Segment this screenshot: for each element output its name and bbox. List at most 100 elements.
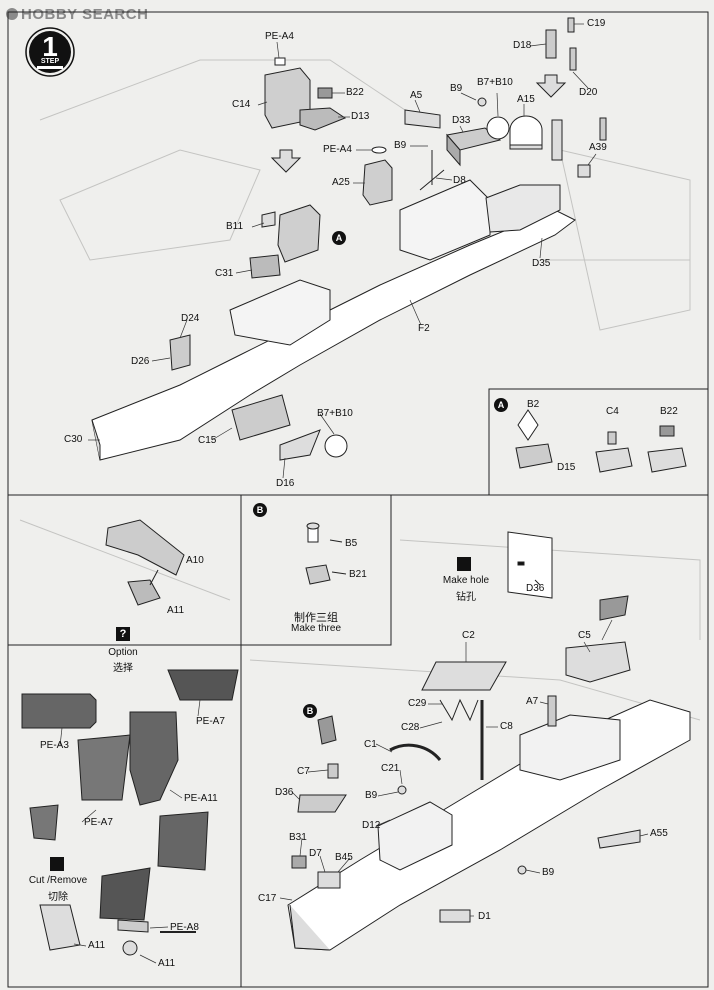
subassembly-a10-drawing [105,519,185,606]
part-label-a7: A7 [526,696,539,707]
part-label-a11: A11 [167,605,185,616]
part-label-d7: D7 [309,848,322,859]
drill-hole-icon [457,557,471,571]
part-label-b21: B21 [349,569,367,580]
part-label-d18: D18 [513,40,532,51]
detail-box-a [488,388,709,496]
part-label-b45: B45 [335,852,353,863]
part-label-d36-top: D36 [526,583,545,594]
lower-leader-lines [279,619,649,917]
part-label-b2: B2 [527,399,540,410]
part-label-b22-top: B22 [346,87,364,98]
part-label-a11-bottom: A11 [158,958,176,969]
option-question-icon: ? [116,627,130,641]
cut-remove-label-zh: 切除 [48,892,68,903]
part-label-a15: A15 [517,94,535,105]
option-label: Option [108,647,138,658]
background-sketch [19,59,701,721]
step-badge [25,27,75,77]
pe-leader-lines [59,699,201,964]
make-hole-drawing [507,531,553,599]
part-label-d35: D35 [532,258,551,269]
part-label-a55: A55 [650,828,668,839]
part-label-d26: D26 [131,356,150,367]
part-label-d8: D8 [453,175,466,186]
part-label-c30: C30 [64,434,83,445]
upper-components [169,17,607,461]
part-label-pe-a7-top: PE-A7 [196,716,225,727]
option-label-zh: 选择 [113,663,133,674]
subassembly-b-drawing [305,522,347,585]
part-label-b9-a: B9 [365,790,378,801]
subassembly-b-marker: B [253,503,267,517]
part-label-c1: C1 [364,739,377,750]
part-label-c4: C4 [606,406,619,417]
cut-remove-label: Cut /Remove [28,875,88,886]
part-label-d24: D24 [181,313,200,324]
make-three-label-zh: 制作三组 [294,611,338,624]
part-label-f2: F2 [418,323,430,334]
part-label-c29: C29 [408,698,427,709]
hobby-search-logo-icon [6,8,18,20]
hull-deck [91,209,576,461]
part-label-c31: C31 [215,268,234,279]
part-label-b9-b: B9 [542,867,555,878]
make-hole-label: Make hole [442,575,490,586]
part-label-c2: C2 [462,630,475,641]
lower-hull [287,595,691,951]
part-label-pe-a4-top: PE-A4 [265,31,294,42]
part-label-d1: D1 [478,911,491,922]
step-badge-ship-icon [37,66,63,69]
part-label-a5: A5 [410,90,423,101]
upper-hull [91,179,576,461]
part-label-a39: A39 [589,142,607,153]
subassembly-a-marker-upper: A [332,231,346,245]
part-label-d16: D16 [276,478,295,489]
step-number: 1 [42,31,58,62]
make-three-label: Make three [290,623,342,634]
cut-remove-icon [50,857,64,871]
part-label-c7: C7 [297,766,310,777]
part-label-c14: C14 [232,99,251,110]
part-label-c17: C17 [258,893,277,904]
part-label-a10: A10 [186,555,204,566]
part-label-c21: C21 [381,763,400,774]
part-label-d15: D15 [557,462,576,473]
part-label-b11: B11 [226,221,244,232]
part-label-pe-a7-left: PE-A7 [84,817,113,828]
subassembly-b-marker-lower: B [303,704,317,718]
part-label-c15: C15 [198,435,217,446]
part-label-pe-a8: PE-A8 [170,922,199,933]
part-label-d13: D13 [351,111,370,122]
make-hole-label-zh: 钻孔 [456,592,476,603]
subassembly-a-drawing [515,409,687,473]
hobby-search-watermark: HOBBY SEARCH [6,6,148,23]
part-label-b9-top: B9 [450,83,463,94]
part-label-pe-a4-mid: PE-A4 [323,144,352,155]
part-label-b22-sub: B22 [660,406,678,417]
part-label-c28: C28 [401,722,420,733]
detail-box-pe [7,644,242,988]
part-label-c19: C19 [587,18,606,29]
part-label-b7-b10-low: B7+B10 [317,408,353,419]
part-label-b7-b10-top: B7+B10 [477,77,513,88]
part-label-d20: D20 [579,87,598,98]
step-label: STEP [40,58,60,65]
part-label-pe-a3: PE-A3 [40,740,69,751]
part-label-a11-left: A11 [88,940,106,951]
part-label-d36: D36 [275,787,294,798]
part-label-c5: C5 [578,630,591,641]
part-label-b31: B31 [289,832,307,843]
part-label-d33: D33 [452,115,471,126]
detail-box-a10 [7,494,242,646]
part-label-b5: B5 [345,538,358,549]
part-label-b9-mid: B9 [394,140,407,151]
part-label-a25: A25 [332,177,350,188]
subassembly-a-marker: A [494,398,508,412]
part-label-d12: D12 [362,820,381,831]
part-label-pe-a11: PE-A11 [184,793,218,804]
upper-leader-lines [88,23,597,479]
pe-panel-drawing [21,669,239,956]
